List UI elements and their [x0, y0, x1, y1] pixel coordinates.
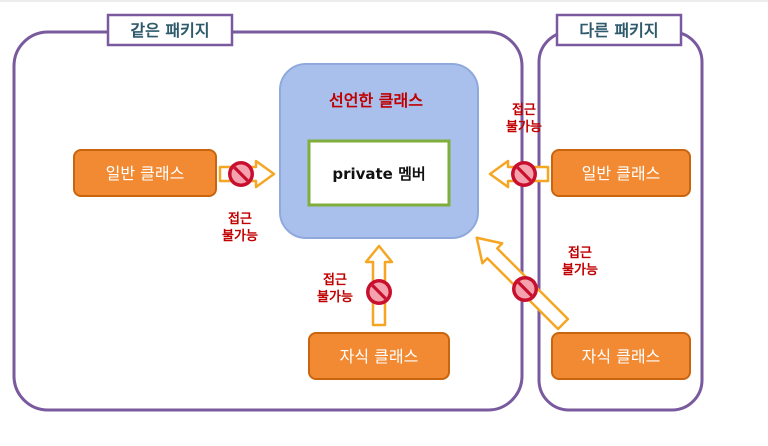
no-access-label-other-child: 접근 불가능 — [562, 245, 598, 278]
no-access-label-same-general: 접근 불가능 — [222, 211, 258, 244]
private-member-label: private 멤버 — [332, 165, 425, 183]
same-package-label: 같은 패키지 — [130, 21, 209, 40]
no-entry-icon — [226, 159, 256, 189]
declared-class-title: 선언한 클래스 — [329, 91, 423, 110]
no-access-label-other-general: 접근 불가능 — [506, 102, 542, 135]
svg-text:접근: 접근 — [512, 102, 536, 118]
svg-text:불가능: 불가능 — [562, 263, 598, 278]
no-entry-icon — [364, 277, 394, 307]
other-child-class-box — [551, 332, 691, 380]
same-package-region — [12, 30, 524, 412]
svg-text:접근: 접근 — [228, 211, 252, 227]
svg-text:접근: 접근 — [568, 245, 592, 261]
other-general-class-label: 일반 클래스 — [582, 164, 661, 183]
same-package-label-box — [106, 13, 234, 47]
no-entry-icon — [509, 159, 539, 189]
no-access-label-same-child: 접근 불가능 — [317, 272, 353, 305]
other-package-label: 다른 패키지 — [579, 21, 658, 40]
private-member-box — [307, 139, 451, 207]
no-entry-icon — [510, 274, 540, 304]
svg-text:불가능: 불가능 — [506, 120, 542, 135]
same-general-class-box — [73, 149, 217, 197]
other-general-class-box — [551, 149, 691, 197]
svg-text:불가능: 불가능 — [317, 290, 353, 305]
svg-text:접근: 접근 — [323, 272, 347, 288]
same-general-class-label: 일반 클래스 — [106, 164, 185, 183]
same-child-class-label: 자식 클래스 — [340, 347, 419, 366]
other-child-class-label: 자식 클래스 — [582, 347, 661, 366]
other-package-label-box — [555, 13, 683, 47]
svg-text:불가능: 불가능 — [222, 229, 258, 244]
same-child-class-box — [308, 332, 450, 380]
